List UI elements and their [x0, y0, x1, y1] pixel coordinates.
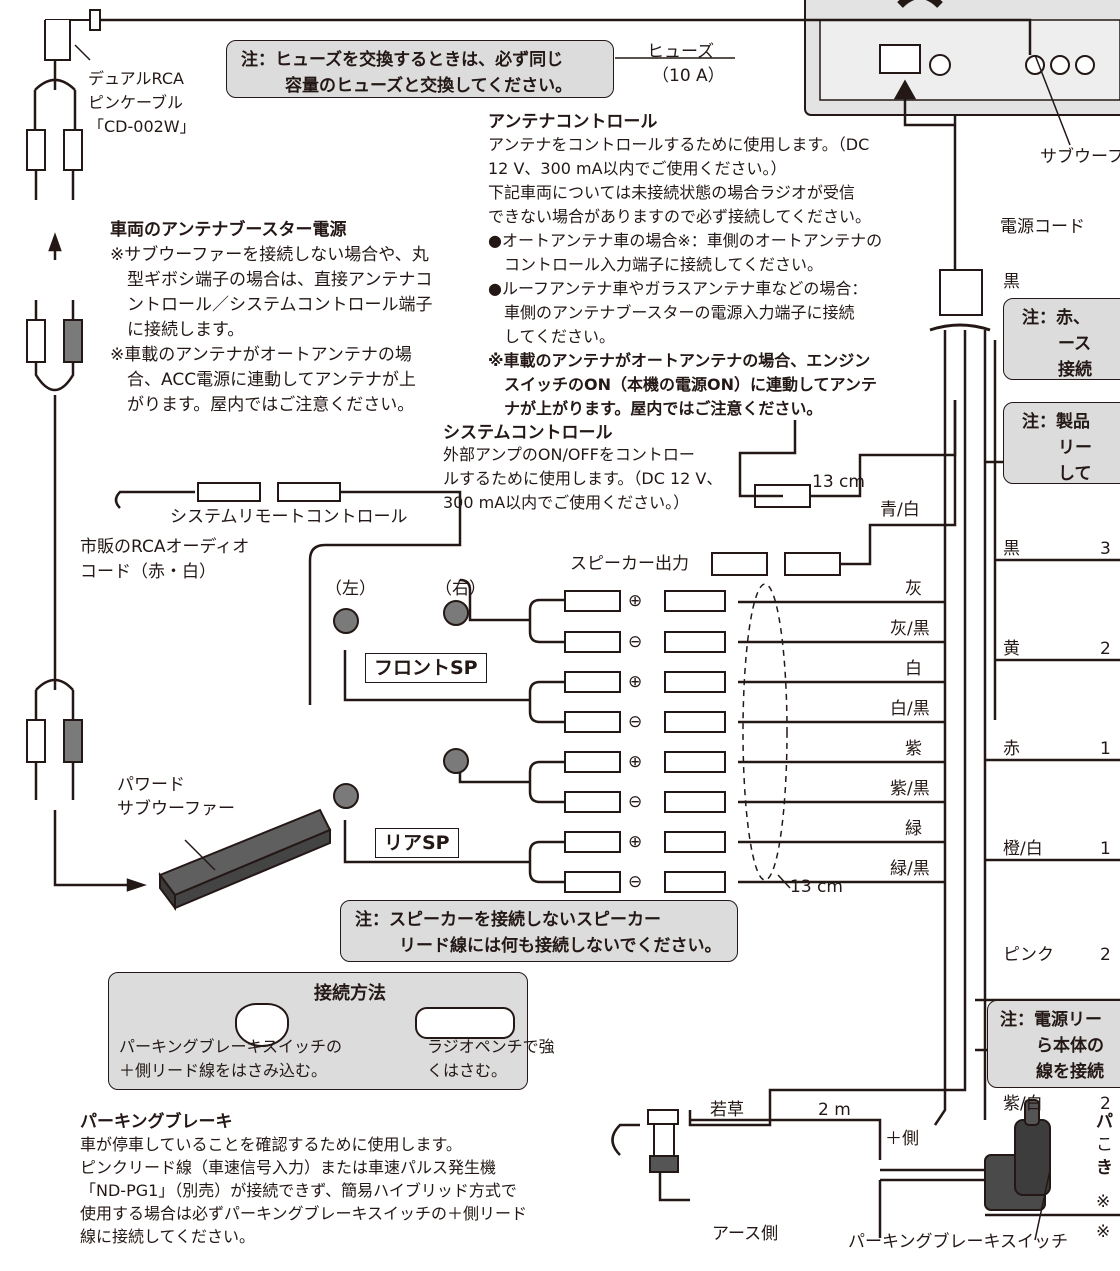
plus-icon: ⊕: [628, 672, 643, 692]
right-edge-text: ※: [1096, 1192, 1111, 1212]
antenna-control-title: アンテナコントロール: [488, 112, 658, 132]
wire-color-label: 緑: [905, 819, 922, 839]
right-edge-text: パ: [1096, 1112, 1113, 1132]
wire-blue-white: 青/白: [880, 500, 920, 520]
fuse-label: ヒューズ: [647, 42, 715, 62]
front-left-speaker: [333, 608, 359, 634]
right-label: （右）: [435, 579, 486, 599]
right-wire-color: ピンク: [1003, 945, 1054, 965]
plus-side-label: ＋側: [885, 1129, 919, 1149]
right-wire-num: 3: [1100, 539, 1111, 559]
parking-brake-switch-label: パーキングブレーキスイッチ: [848, 1232, 1068, 1252]
rear-left-speaker: [333, 783, 359, 809]
fuse-note: 注：ヒューズを交換するときは、必ず同じ 容量のヒューズと交換してください。: [226, 40, 614, 98]
system-remote-label: システムリモートコントロール: [170, 507, 408, 527]
purple-white-num: 2: [1100, 1094, 1111, 1114]
minus-icon: ⊖: [628, 872, 643, 892]
wire-color-label: 灰/黒: [890, 619, 930, 639]
speaker-output-label: スピーカー出力: [570, 554, 689, 574]
right-wire-color: 橙/白: [1003, 839, 1043, 859]
front-sp-label: フロントSP: [365, 653, 487, 683]
purple-white-wire: 紫/白: [1003, 1094, 1043, 1114]
wire-color-label: 白: [905, 659, 922, 679]
power-cord-connector: [939, 269, 983, 316]
right-wire-num: 2: [1100, 945, 1111, 965]
booster-text: ※サブウーファーを接続しない場合や、丸 型ギボシ端子の場合は、直接アンテナコ ン…: [110, 245, 433, 415]
black-wire-label: 黒: [1003, 272, 1020, 292]
right-note-2: 注：製品 リー して: [1003, 402, 1120, 484]
antenna-control-text: アンテナをコントロールするために使用します。（DC 12 V、300 mA以内で…: [488, 135, 883, 418]
plus-icon: ⊕: [628, 591, 643, 611]
system-control-text: 外部アンプのON/OFFをコントロー ルするために使用します。（DC 12 V、…: [443, 445, 723, 512]
connect-method-box: 接続方法 パーキングブレーキスイッチの ＋側リード線をはさみ込む。 ラジオペンチ…: [108, 972, 555, 1090]
system-control-title: システムコントロール: [443, 423, 613, 443]
minus-icon: ⊖: [628, 712, 643, 732]
rca-audio-l2: コード（赤・白）: [80, 562, 216, 582]
ground-side-label: アース側: [712, 1224, 779, 1244]
plus-icon: ⊕: [628, 752, 643, 772]
wire-color-label: 灰: [905, 579, 922, 599]
subwoofer-output-label: サブウーフ: [1040, 147, 1120, 167]
fuse-value: （10 A）: [652, 66, 725, 86]
rear-sp-label: リアSP: [375, 828, 459, 858]
powered-sub-l2: サブウーファー: [117, 799, 235, 819]
pliers-icon: [415, 1007, 515, 1039]
length-13cm-top: 13 cm: [812, 472, 865, 492]
right-wire-num: 1: [1100, 739, 1111, 759]
power-cord-label: 電源コード: [1000, 217, 1085, 237]
length-13cm-bottom: 13 cm: [790, 877, 843, 897]
connect-method-title: 接続方法: [314, 983, 386, 1004]
wire-color-label: 白/黒: [890, 699, 930, 719]
parking-brake-text: 車が停車していることを確認するために使用します。 ピンクリード線（車速信号入力）…: [80, 1135, 528, 1246]
minus-icon: ⊖: [628, 632, 643, 652]
rca-cable-label: デュアルRCA ピンケーブル 「CD-002W」: [88, 69, 196, 136]
speaker-note: 注：スピーカーを接続しないスピーカー リード線には何も接続しないでください。: [340, 900, 738, 962]
right-wire-color: 黒: [1003, 539, 1020, 559]
right-wire-num: 2: [1100, 639, 1111, 659]
right-note-1: 注：赤、 ース 接続: [1003, 298, 1120, 380]
right-edge-text: こ: [1096, 1135, 1113, 1155]
switch-plunger: [647, 1109, 679, 1173]
parking-brake-title: パーキングブレーキ: [80, 1112, 233, 1132]
right-wire-color: 赤: [1003, 739, 1020, 759]
rca-audio-l1: 市販のRCAオーディオ: [80, 537, 250, 557]
booster-title: 車両のアンテナブースター電源: [110, 220, 347, 240]
right-edge-text: ※: [1096, 1222, 1111, 1242]
front-right-speaker: [443, 600, 469, 626]
plus-icon: ⊕: [628, 832, 643, 852]
right-wire-num: 1: [1100, 839, 1111, 859]
hand-icon: [235, 1003, 289, 1047]
wire-color-label: 緑/黒: [890, 859, 930, 879]
length-2m: 2 m: [818, 1100, 851, 1120]
minus-icon: ⊖: [628, 792, 643, 812]
right-wire-color: 黄: [1003, 639, 1020, 659]
left-label: （左）: [325, 579, 376, 599]
fuse-connector: [879, 44, 921, 74]
parking-brake-switch: [984, 1099, 1051, 1211]
rear-right-speaker: [443, 748, 469, 774]
power-lead-note: 注：電源リー ら本体の 線を接続: [987, 1000, 1120, 1088]
wakakusa-wire: 若草: [710, 1100, 744, 1120]
wire-color-label: 紫: [905, 739, 922, 759]
powered-sub-l1: パワード: [117, 775, 185, 795]
right-edge-text: き: [1096, 1158, 1113, 1178]
powered-subwoofer: [158, 808, 332, 911]
wire-color-label: 紫/黒: [890, 779, 930, 799]
